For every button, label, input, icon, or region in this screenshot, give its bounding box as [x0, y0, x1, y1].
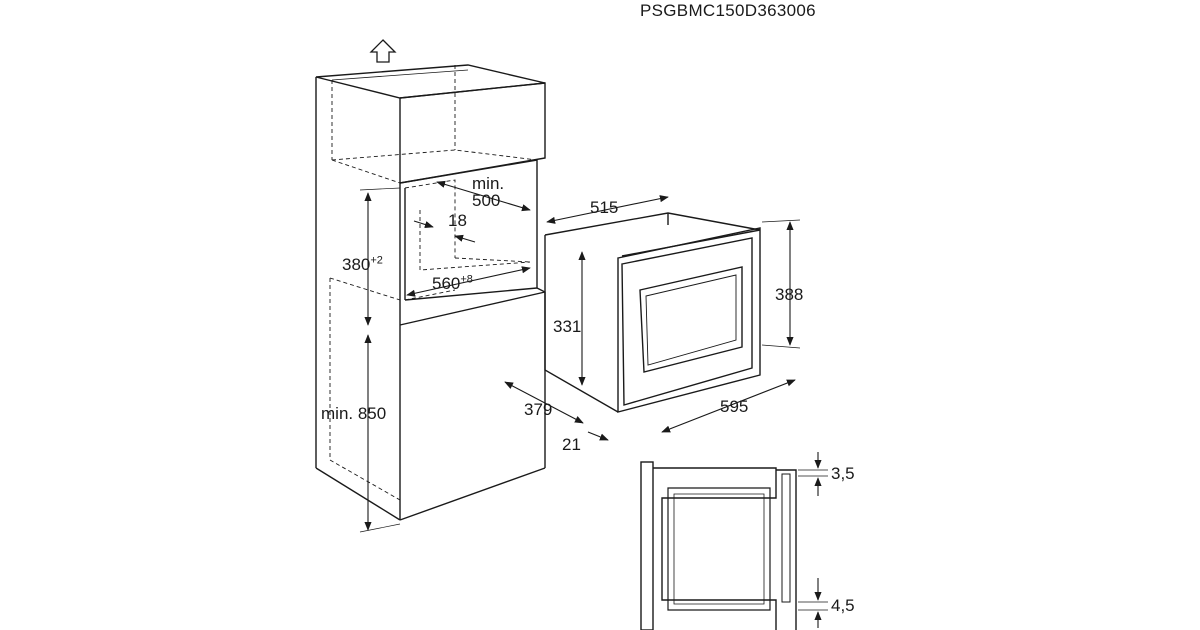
model-code: PSGBMC150D363006 — [640, 1, 816, 20]
panel-thickness-value: 18 — [448, 211, 467, 230]
niche-width-tolerance: +8 — [460, 273, 473, 286]
appliance-depth-value: 515 — [590, 198, 619, 217]
dimension-lines — [359, 180, 828, 628]
up-arrow-icon — [369, 39, 397, 63]
side-detail-drawing — [640, 461, 797, 630]
niche-width-label: 560+8 — [432, 273, 473, 293]
cabinet-height-label: min. 850 — [321, 404, 387, 423]
niche-height-label: 380+2 — [342, 254, 383, 274]
appliance-width-value: 595 — [720, 397, 749, 416]
appliance-height-value: 388 — [775, 285, 804, 304]
appliance-drawing — [544, 212, 761, 413]
appliance-side-depth-value: 379 — [524, 400, 553, 419]
niche-width-value: 560 — [432, 274, 461, 293]
detail-bottom-gap-value: 4,5 — [831, 596, 855, 615]
niche-height-tolerance: +2 — [370, 254, 383, 267]
appliance-inner-height-value: 331 — [553, 317, 582, 336]
cabinet-drawing — [315, 64, 546, 521]
appliance-frame-depth-value: 21 — [562, 435, 581, 454]
detail-top-gap-value: 3,5 — [831, 464, 855, 483]
niche-height-value: 380 — [342, 255, 371, 274]
niche-min-label: min. — [472, 174, 505, 193]
niche-depth-value: 500 — [472, 191, 501, 210]
